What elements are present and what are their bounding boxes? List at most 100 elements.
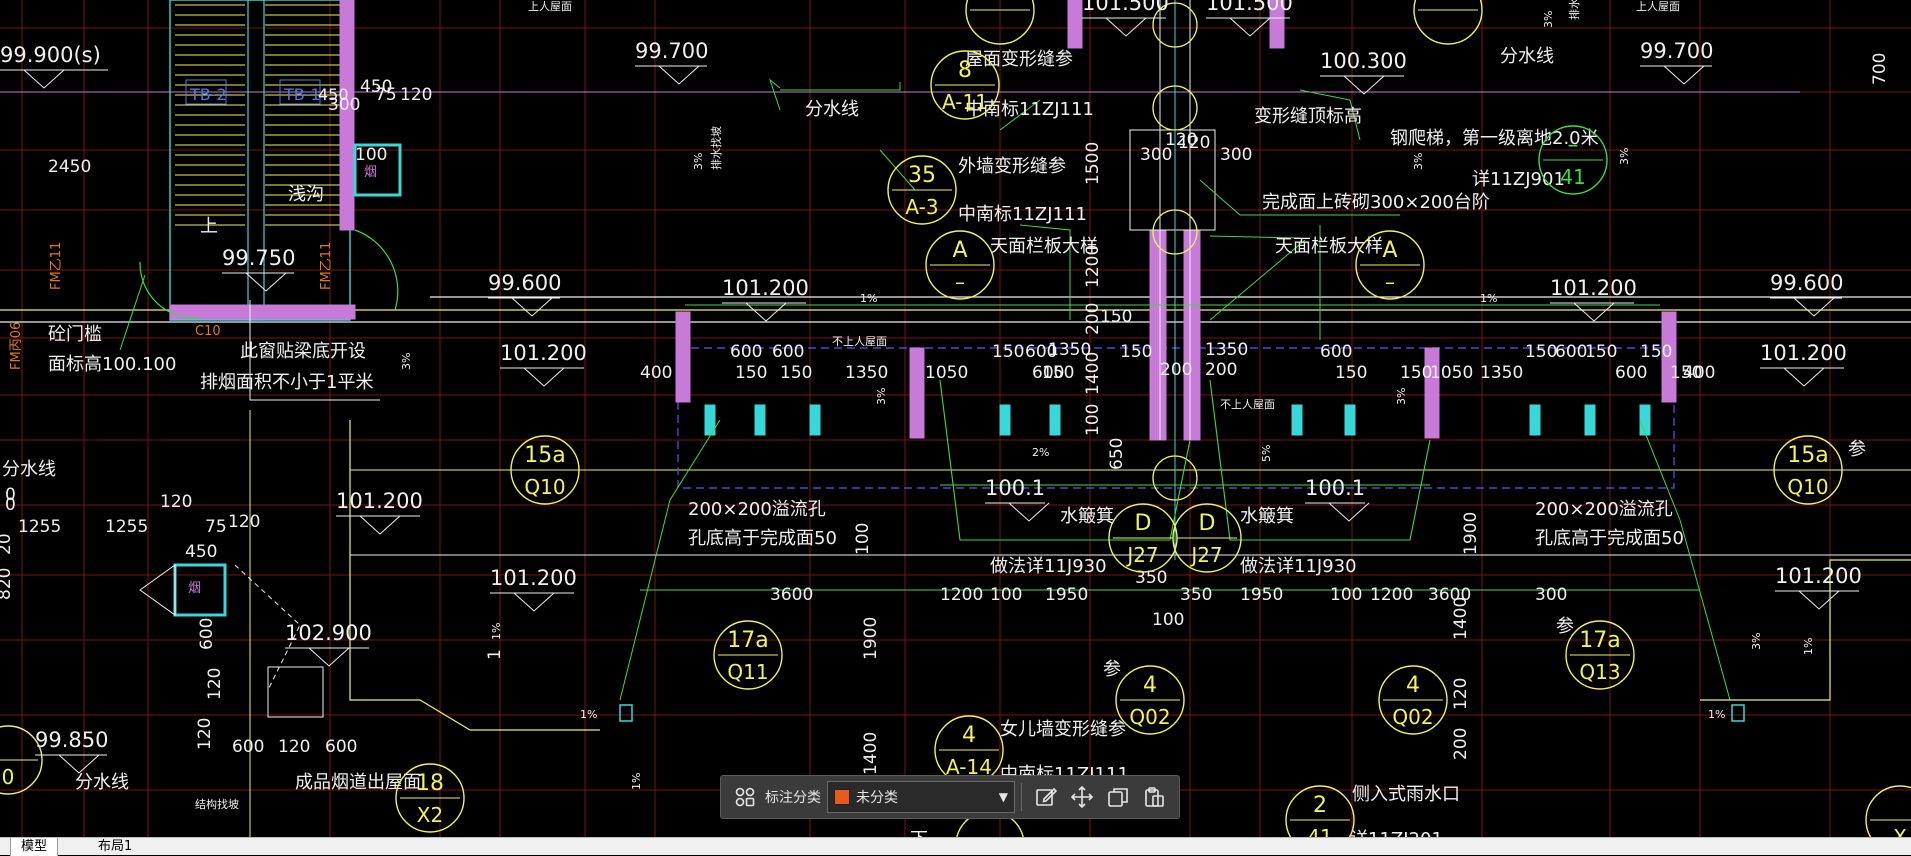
detail-bubble-sheet: –	[955, 270, 965, 294]
scupper-post	[704, 404, 716, 436]
dimension-label: 1	[485, 649, 505, 660]
move-icon[interactable]	[1064, 779, 1100, 815]
small-note: 3%	[1750, 633, 1763, 650]
small-note: 上人屋面	[1636, 0, 1680, 13]
small-note: 3%	[1395, 388, 1408, 405]
parapet-post	[909, 347, 925, 439]
dimension-label: 120	[400, 85, 432, 105]
elevation-label: 99.600	[488, 271, 561, 295]
grid-icon[interactable]	[727, 779, 763, 815]
flue-label: 烟	[188, 581, 201, 596]
dimension-label: 820	[0, 568, 15, 600]
dimension-label: 100	[1152, 610, 1184, 630]
tab-model[interactable]: 模型	[10, 838, 59, 856]
elevation-label: 99.900(s)	[0, 43, 101, 67]
dimension-label: 120	[160, 492, 192, 512]
elevation-triangle	[1663, 65, 1705, 85]
drawing-note: 完成面上砖砌300×200台阶	[1262, 192, 1490, 213]
flue-hood	[139, 564, 176, 616]
drawing-note: 外墙变形缝参	[958, 156, 1066, 177]
detail-bubble-sheet: Q11	[727, 660, 768, 684]
parapet-post	[675, 311, 691, 403]
detail-bubble	[1773, 435, 1843, 505]
small-note: 1%	[490, 623, 503, 640]
elevation-label: 102.900	[285, 621, 372, 645]
dimension-label: 350	[1180, 585, 1212, 605]
dimension-label: 1200	[1370, 585, 1413, 605]
dimension-label: 200	[1451, 728, 1471, 760]
joint-circle	[1152, 2, 1198, 48]
dimension-label: 100	[1083, 404, 1103, 436]
detail-bubble-number: D	[1135, 511, 1152, 536]
elevation-label: 99.700	[635, 39, 708, 63]
copy-icon[interactable]	[1100, 779, 1136, 815]
dimension-label: 1900	[861, 617, 881, 660]
dimension-label: 1350	[845, 363, 888, 383]
dimension-label: 600	[772, 342, 804, 362]
leader-line	[999, 99, 1041, 131]
leader-line	[1209, 235, 1301, 239]
stair-well	[247, 0, 265, 321]
category-select-value: 未分类	[856, 790, 898, 806]
small-note: 3%	[875, 388, 888, 405]
scupper-post	[1584, 404, 1596, 436]
elevation-label: 100.1	[985, 476, 1045, 500]
toolbar-divider	[1021, 783, 1022, 811]
annotation-category-select[interactable]: 未分类 ▼	[827, 781, 1015, 813]
gutter-line	[939, 379, 1191, 541]
dimension-label: 0	[5, 485, 16, 505]
dimension-label: 400	[1683, 363, 1715, 383]
detail-bubble-sheet: A-3	[905, 195, 938, 219]
drawing-note: 参	[1848, 439, 1866, 460]
drawing-note: 上	[200, 216, 218, 237]
dimension-label: 120	[205, 668, 225, 700]
small-note: 3%	[1412, 153, 1425, 170]
drawing-note: 参	[1556, 616, 1574, 637]
dimension-label: 120	[195, 718, 215, 750]
elevation-triangle	[58, 754, 100, 774]
small-note: 排水找坡	[1567, 0, 1581, 20]
drawing-note: 天面栏板大样	[990, 236, 1098, 257]
dimension-label: 120	[278, 737, 310, 757]
roof-drain	[619, 704, 633, 722]
dimension-label: 1900	[1461, 512, 1481, 555]
paste-icon[interactable]	[1136, 779, 1172, 815]
drawing-note: 做法详11J930	[1240, 556, 1357, 577]
small-note: 5%	[1260, 445, 1273, 462]
detail-bubble	[887, 155, 957, 225]
tab-layout1[interactable]: 布局1	[98, 839, 133, 854]
drawing-note: 中南标11ZJ111	[958, 204, 1087, 225]
drawing-note: 200×200溢流孔	[688, 499, 826, 520]
chevron-down-icon: ▼	[998, 790, 1008, 804]
dimension-label: 600	[1025, 342, 1057, 362]
detail-bubble-sheet: X	[1893, 825, 1907, 837]
elevation-label: 101.200	[1550, 276, 1637, 300]
joint-wall	[1149, 229, 1167, 441]
detail-bubble-number: 4	[1406, 673, 1420, 698]
scupper-post	[999, 404, 1011, 436]
detail-bubble	[930, 50, 1000, 120]
dimension-label: 300	[1140, 145, 1172, 165]
dimension-label: 150	[780, 363, 812, 383]
elevation-label: 100.1	[1305, 476, 1365, 500]
detail-bubble-sheet: 41	[1307, 825, 1332, 837]
elevation-triangle	[1328, 502, 1370, 522]
drawing-note: 分水线	[75, 772, 129, 793]
drawing-note: 参	[1103, 659, 1121, 680]
detail-bubble	[1413, 0, 1483, 45]
drawing-note: 下	[910, 829, 928, 837]
annotation-category-label: 标注分类	[765, 790, 821, 806]
small-note: 1%	[580, 708, 597, 721]
leader-line	[1199, 179, 1400, 216]
leader-line	[780, 82, 901, 91]
drawing-note: 侧入式雨水口	[1352, 784, 1460, 805]
dimension-label: 150	[1042, 363, 1074, 383]
detail-bubble-number: D	[1199, 511, 1216, 536]
drawing-note: 分水线	[2, 459, 56, 480]
dimension-label: 150	[735, 363, 767, 383]
edit-icon[interactable]	[1028, 779, 1064, 815]
drawing-note: 排烟面积不小于1平米	[200, 372, 373, 393]
stair-wall	[339, 0, 355, 231]
detail-bubble-sheet: –	[1385, 270, 1395, 294]
